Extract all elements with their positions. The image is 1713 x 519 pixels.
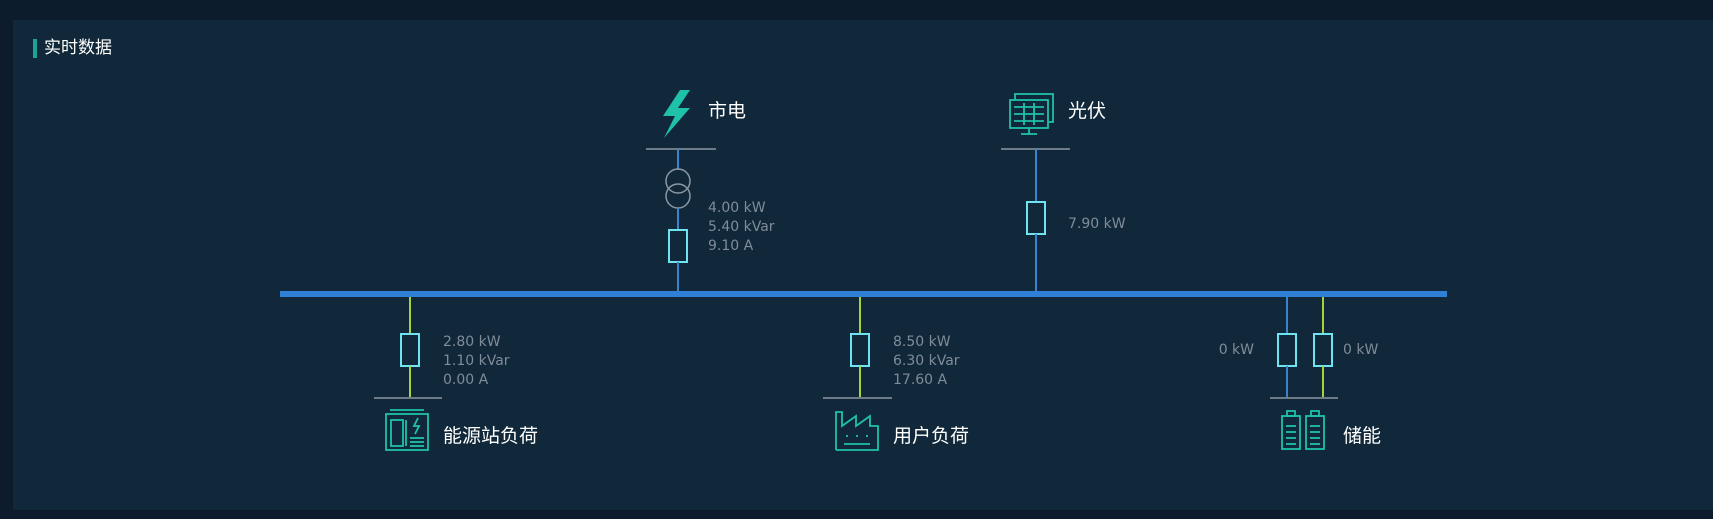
storage-branch[interactable]: 0 kW 0 kW 储能 <box>1219 297 1381 450</box>
grid-branch[interactable]: 市电 4.00 kW 5.40 kVar 9.10 A <box>646 90 775 291</box>
station-load-branch[interactable]: 2.80 kW 1.10 kVar 0.00 A 能源站负荷 <box>374 297 538 451</box>
pv-branch[interactable]: 光伏 7.90 kW <box>1001 93 1126 291</box>
station-value-current: 0.00 A <box>443 372 489 388</box>
storage-right-value: 0 kW <box>1343 342 1378 358</box>
storage-left-value: 0 kW <box>1219 342 1254 358</box>
user-value-power: 8.50 kW <box>893 334 951 350</box>
grid-label: 市电 <box>708 100 746 122</box>
generator-cabinet-icon <box>385 409 429 451</box>
user-breaker <box>850 333 870 367</box>
realtime-data-panel: 实时数据 <box>13 20 1713 510</box>
grid-breaker <box>668 229 688 263</box>
storage-label: 储能 <box>1343 425 1381 447</box>
battery-icon <box>1281 410 1325 450</box>
panel-title-accent <box>33 39 37 58</box>
factory-icon <box>835 411 879 451</box>
user-value-current: 17.60 A <box>893 372 948 388</box>
lightning-icon <box>663 90 690 138</box>
station-value-power: 2.80 kW <box>443 334 501 350</box>
grid-value-power: 4.00 kW <box>708 200 766 216</box>
grid-value-reactive: 5.40 kVar <box>708 219 775 235</box>
pv-breaker <box>1026 201 1046 235</box>
pv-value-power: 7.90 kW <box>1068 216 1126 232</box>
panel-title: 实时数据 <box>44 38 112 58</box>
user-value-reactive: 6.30 kVar <box>893 353 960 369</box>
storage-left-breaker <box>1277 333 1297 367</box>
storage-right-breaker <box>1313 333 1333 367</box>
main-bus <box>280 291 1447 297</box>
user-load-branch[interactable]: 8.50 kW 6.30 kVar 17.60 A 用户负荷 <box>823 297 969 451</box>
station-load-label: 能源站负荷 <box>443 425 538 447</box>
user-load-label: 用户负荷 <box>893 425 969 447</box>
grid-value-current: 9.10 A <box>708 238 754 254</box>
station-breaker <box>400 333 420 367</box>
transformer-icon <box>665 168 691 209</box>
pv-label: 光伏 <box>1068 100 1106 122</box>
solar-panel-icon <box>1009 93 1054 135</box>
station-value-reactive: 1.10 kVar <box>443 353 510 369</box>
